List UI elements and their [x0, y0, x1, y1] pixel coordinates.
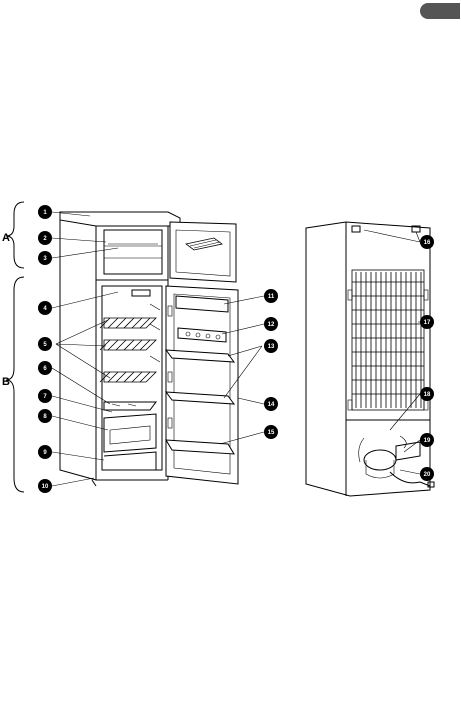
callout-7: 7 [38, 389, 52, 403]
svg-text:10: 10 [42, 484, 49, 490]
callout-16: 16 [420, 235, 434, 249]
callout-11: 11 [264, 289, 278, 303]
callout-5: 5 [38, 337, 52, 351]
callout-14: 14 [264, 397, 278, 411]
svg-text:14: 14 [268, 402, 275, 408]
callout-4: 4 [38, 301, 52, 315]
svg-text:16: 16 [424, 240, 431, 246]
fridge-rear-view [306, 222, 434, 496]
section-label-a: A [2, 232, 10, 244]
fridge-front-view [60, 212, 238, 486]
svg-text:12: 12 [268, 322, 275, 328]
callout-10: 10 [38, 479, 52, 493]
svg-text:13: 13 [268, 344, 275, 350]
callout-6: 6 [38, 361, 52, 375]
callout-20: 20 [420, 467, 434, 481]
callout-17: 17 [420, 315, 434, 329]
callout-19: 19 [420, 433, 434, 447]
callout-9: 9 [38, 445, 52, 459]
callout-8: 8 [38, 409, 52, 423]
svg-text:18: 18 [424, 392, 431, 398]
svg-text:19: 19 [424, 438, 431, 444]
callout-13: 13 [264, 339, 278, 353]
section-label-b: B [2, 376, 10, 388]
svg-text:15: 15 [268, 430, 275, 436]
callout-2: 2 [38, 231, 52, 245]
svg-text:20: 20 [424, 472, 431, 478]
callout-18: 18 [420, 387, 434, 401]
callout-15: 15 [264, 425, 278, 439]
svg-text:17: 17 [424, 320, 431, 326]
callout-3: 3 [38, 251, 52, 265]
callout-1: 1 [38, 205, 52, 219]
callout-12: 12 [264, 317, 278, 331]
svg-text:11: 11 [268, 294, 275, 300]
